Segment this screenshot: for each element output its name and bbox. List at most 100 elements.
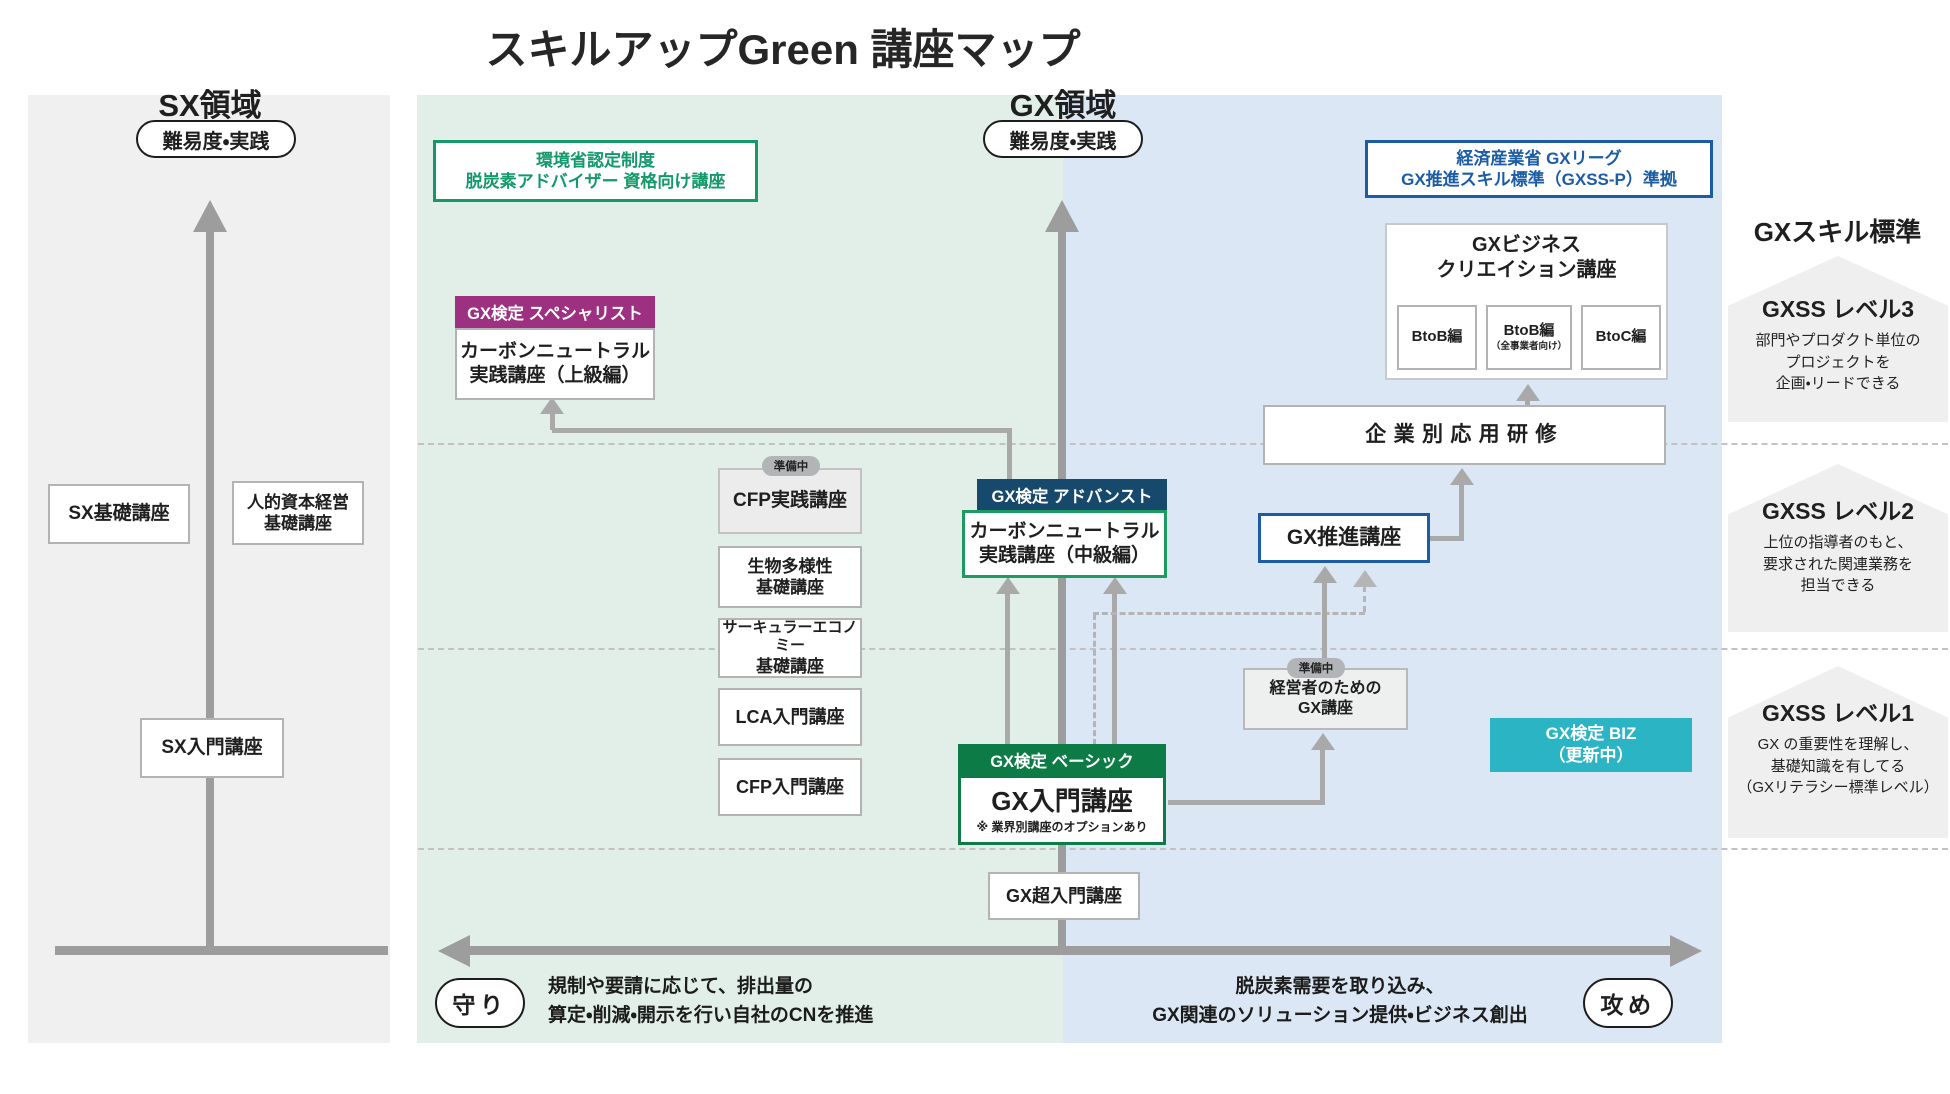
connector-suishin-to-kigyobetsu-v: [1459, 484, 1464, 540]
keieisha-line2: GX講座: [1297, 700, 1354, 717]
course-box-biodiversity: 生物多様性 基礎講座: [718, 546, 862, 608]
connector-kigyobetsu-to-bizcreation: [1525, 400, 1530, 406]
course-box-btoc: BtoC編: [1581, 305, 1661, 370]
gxss-level3-line2: プロジェクトを: [1785, 353, 1891, 371]
gx-intro-note: ※ 業界別講座のオプションあり: [976, 819, 1148, 834]
defense-line2: 算定・削減・開示を行い自社のCNを推進: [548, 1005, 874, 1026]
meti-line1: 経済産業省 GXリーグ: [1456, 148, 1622, 168]
connector-intermediate-to-advanced-vup: [550, 412, 555, 430]
dashed-connector-h: [1093, 612, 1365, 615]
keieisha-line1: 経営者のための: [1269, 680, 1382, 697]
basic-label-text: GX検定 ベーシック: [990, 752, 1134, 771]
sx-basic-label: SX基礎講座: [68, 503, 170, 525]
gxss-level2-line1: 上位の指導者のもと、: [1763, 534, 1913, 551]
gx-axis-pill-label: 難易度・実践: [1009, 130, 1117, 153]
circular-line1: サーキュラーエコノミー: [722, 618, 858, 655]
arrowhead-into-bizcreation: [1516, 384, 1540, 401]
gxss-level1-title: GXSS レベル1: [1761, 700, 1915, 726]
gx-super-intro-label: GX超入門講座: [1005, 885, 1122, 906]
gxss-level2-line3: 担当できる: [1800, 577, 1876, 594]
cfp-practice-label: CFP実践講座: [732, 490, 847, 512]
gx-suishin-label: GX推進講座: [1286, 525, 1402, 549]
course-box-cfp-practice: CFP実践講座: [718, 468, 862, 534]
offense-description: 脱炭素需要を取り込み、 GX関連のソリューション提供・ビジネス創出: [1120, 972, 1560, 1030]
connector-suishin-to-kigyobetsu-h: [1430, 536, 1464, 541]
main-axis-horizontal: [468, 946, 1672, 955]
course-box-cfp-intro: CFP入門講座: [718, 758, 862, 816]
offense-pill: 攻め: [1583, 978, 1673, 1028]
dashed-connector-v2: [1363, 586, 1366, 612]
gx-axis-pill: 難易度・実践: [983, 120, 1143, 158]
sx-intro-label: SX入門講座: [161, 737, 263, 759]
cfp-intro-label: CFP入門講座: [736, 776, 844, 797]
gx-intro-label: GX入門講座: [991, 786, 1133, 817]
gxss-level3-text: 部門やプロダクト単位の プロジェクトを 企画・リードできる: [1718, 330, 1950, 395]
circular-line2: 基礎講座: [756, 657, 824, 677]
human-capital-line2: 基礎講座: [264, 514, 332, 533]
defense-line1: 規制や要請に応じて、排出量の: [548, 976, 814, 997]
defense-pill-label: 守り: [452, 992, 508, 1018]
course-box-sx-basic: SX基礎講座: [48, 484, 190, 544]
gxss-level1-line1: GX の重要性を理解し、: [1757, 736, 1919, 753]
preparing-badge-cfp-text: 準備中: [773, 461, 809, 473]
course-box-cn-intermediate: カーボンニュートラル 実践講座（中級編）: [962, 510, 1167, 578]
gxss-level1-text: GX の重要性を理解し、 基礎知識を有してる （GXリテラシー標準レベル）: [1718, 734, 1950, 799]
biz-kentei-line2: （更新中）: [1548, 746, 1634, 765]
env-cert-box: 環境省認定制度 脱炭素アドバイザー 資格向け講座: [433, 140, 758, 202]
course-box-gx-suishin: GX推進講座: [1258, 513, 1430, 563]
arrowhead-into-cn-advanced: [540, 397, 564, 414]
connector-intro-to-intermediate-left: [1005, 592, 1010, 745]
course-box-btob-all: BtoB編 （全事業者向け）: [1486, 305, 1572, 370]
gxss-level1-line3: （GXリテラシー標準レベル）: [1737, 779, 1939, 796]
course-box-kigyobetsu: 企業別応用研修: [1263, 405, 1666, 465]
dashed-arrowhead-into-suishin: [1353, 570, 1377, 587]
sx-axis-pill-label: 難易度・実践: [162, 130, 270, 153]
cn-intermediate-line2: 実践講座（中級編）: [978, 545, 1150, 566]
biodiversity-line1: 生物多様性: [747, 556, 833, 576]
btob-all-line1: BtoB編: [1503, 322, 1555, 340]
gxss-level1-line2: 基礎知識を有してる: [1770, 757, 1906, 775]
sx-heading: SX領域: [158, 88, 262, 123]
gxss-level2-title: GXSS レベル2: [1761, 498, 1915, 524]
defense-description: 規制や要請に応じて、排出量の 算定・削減・開示を行い自社のCNを推進: [548, 972, 978, 1030]
btoc-label: BtoC編: [1595, 328, 1647, 346]
page-title: スキルアップGreen 講座マップ: [485, 26, 1081, 73]
bizcreation-line1: GXビジネス: [1472, 234, 1581, 256]
advanced-label-text: GX検定 アドバンスト: [991, 487, 1153, 506]
kigyobetsu-label: 企業別応用研修: [1365, 422, 1564, 446]
gxss-level2-text: 上位の指導者のもと、 要求された関連業務を 担当できる: [1718, 532, 1950, 597]
dashed-level-line-1: [418, 443, 1948, 445]
connector-intro-to-intermediate-right: [1112, 592, 1117, 745]
gxss-level3-line1: 部門やプロダクト単位の: [1755, 332, 1921, 349]
arrowhead-into-intermediate-left: [996, 577, 1020, 594]
gxss-level3-line3: 企画・リードできる: [1775, 375, 1901, 392]
bizcreation-line2: クリエイション講座: [1436, 259, 1617, 281]
gxss-level3-title: GXSS レベル3: [1761, 296, 1915, 322]
env-cert-line2: 脱炭素アドバイザー 資格向け講座: [465, 172, 726, 191]
preparing-badge-keieisha-text: 準備中: [1298, 663, 1334, 675]
label-gx-kentei-advanced: GX検定 アドバンスト: [977, 479, 1167, 510]
main-axis-right-arrowhead: [1670, 935, 1702, 967]
course-box-gx-super-intro: GX超入門講座: [988, 872, 1140, 920]
human-capital-line1: 人的資本経営: [247, 492, 349, 512]
btob-label: BtoB編: [1411, 328, 1463, 346]
connector-intro-to-keieisha-h: [1168, 800, 1325, 805]
arrowhead-into-keieisha: [1311, 733, 1335, 750]
sx-axis-arrowhead: [193, 200, 227, 232]
meti-line2: GX推進スキル標準（GXSS-P）準拠: [1401, 170, 1677, 189]
connector-intermediate-to-advanced-h: [552, 428, 1012, 433]
arrowhead-into-intermediate-right: [1103, 577, 1127, 594]
cn-advanced-line1: カーボンニュートラル: [459, 341, 650, 363]
offense-line2: GX関連のソリューション提供・ビジネス創出: [1152, 1005, 1528, 1026]
dashed-level-line-3: [418, 848, 1948, 850]
lca-intro-label: LCA入門講座: [735, 706, 845, 727]
course-box-gx-intro: GX入門講座 ※ 業界別講座のオプションあり: [958, 775, 1166, 845]
gx-axis-vertical: [1058, 228, 1066, 950]
specialist-label-text: GX検定 スペシャリスト: [467, 305, 643, 323]
course-box-sx-intro: SX入門講座: [140, 718, 284, 778]
gxss-level2-line2: 要求された関連業務を: [1762, 555, 1913, 573]
course-box-circular-economy: サーキュラーエコノミー 基礎講座: [718, 618, 862, 678]
env-cert-line1: 環境省認定制度: [536, 150, 655, 170]
connector-intermediate-to-advanced-vdown: [1007, 430, 1012, 480]
